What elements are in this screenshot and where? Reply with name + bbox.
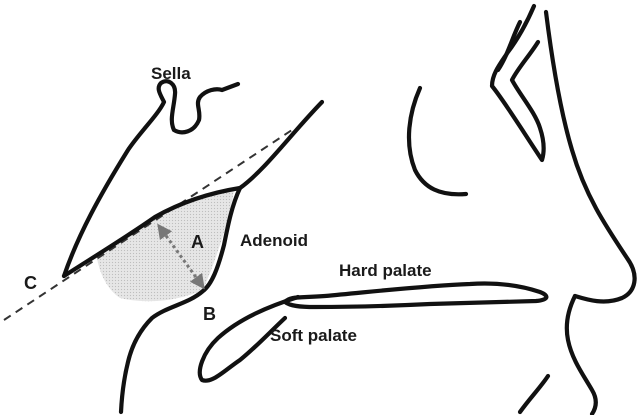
label-soft-palate: Soft palate <box>270 326 357 345</box>
upper-lip-outline <box>567 296 596 414</box>
label-adenoid: Adenoid <box>240 231 308 250</box>
label-point-a: A <box>191 232 204 252</box>
lower-face-outline <box>520 376 548 412</box>
label-hard-palate: Hard palate <box>339 261 432 280</box>
label-sella: Sella <box>151 64 191 83</box>
hard-palate-outline <box>285 283 546 307</box>
orbit-outline <box>409 88 466 194</box>
label-point-b: B <box>203 304 216 324</box>
nose-profile-outline <box>546 12 635 302</box>
adenoid-region <box>97 190 234 301</box>
label-point-c: C <box>24 273 37 293</box>
